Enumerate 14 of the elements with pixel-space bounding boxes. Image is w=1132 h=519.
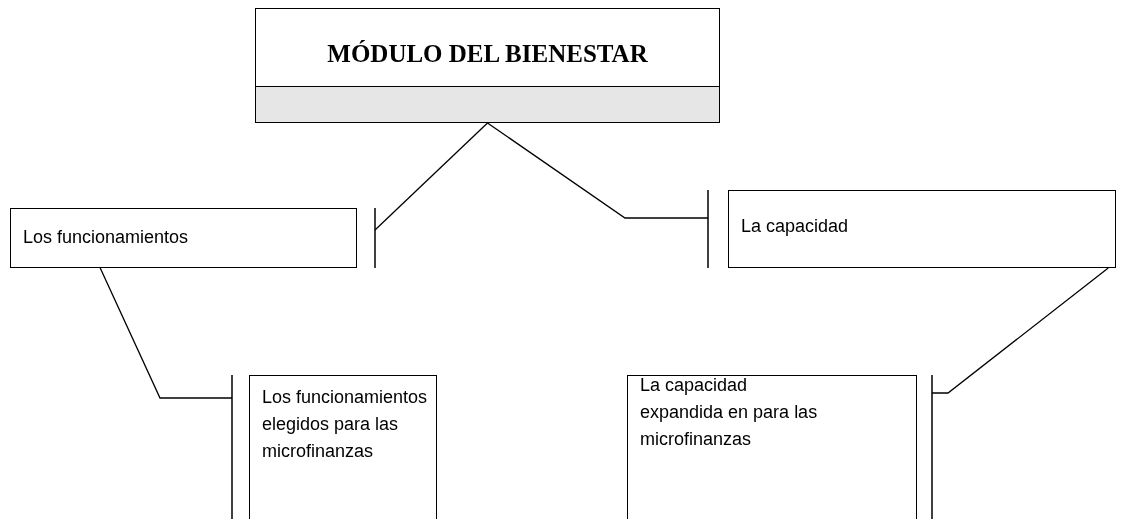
connector [931,267,1109,519]
connector [374,122,489,269]
text-box [627,375,917,519]
box-text: Los funcionamientos elegidos para las microfinanzas [262,386,429,463]
box-text: La capacidad expandida en para las microfinanzas [640,374,819,451]
title-box [255,8,720,123]
text-box [249,375,437,519]
connector [99,267,233,519]
title-text: MÓDULO DEL BIENESTAR [326,39,649,69]
text-box [728,190,1116,268]
text-box [10,208,357,268]
connector [486,122,709,269]
box-text: La capacidad [741,215,849,238]
box-text: Los funcionamientos [23,226,189,249]
